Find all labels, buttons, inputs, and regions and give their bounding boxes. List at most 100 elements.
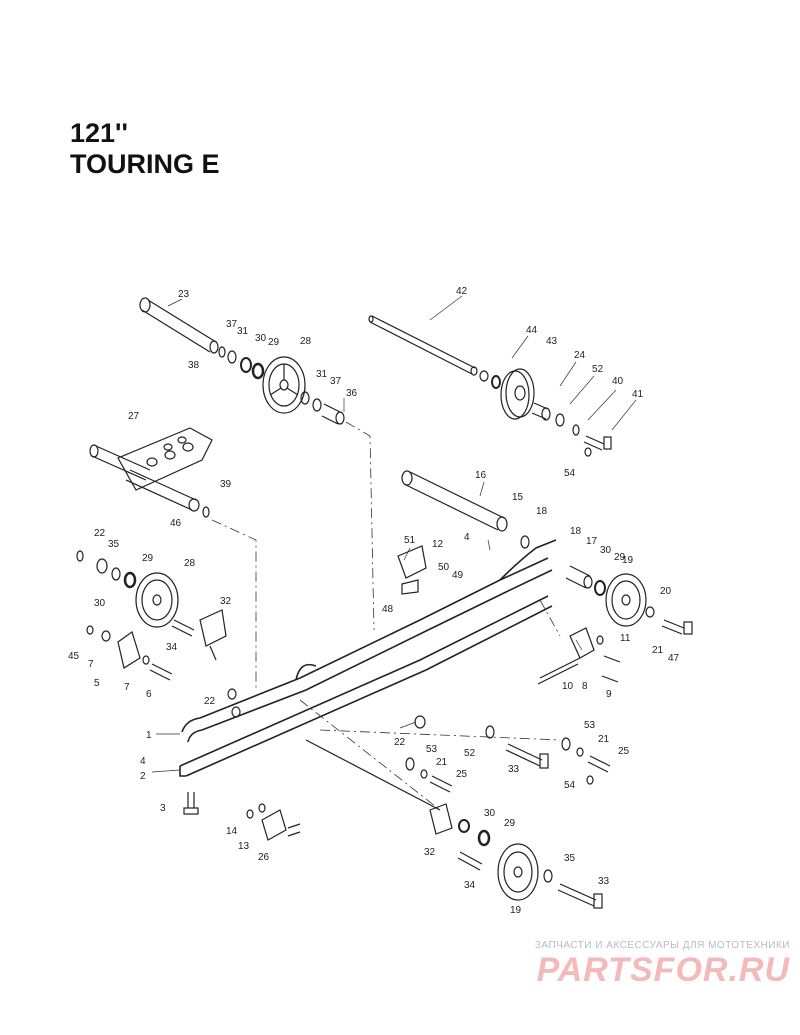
callout: 53 — [584, 720, 596, 731]
callout: 39 — [220, 479, 232, 490]
leader-lines — [151, 295, 637, 773]
callout: 7 — [124, 682, 130, 693]
bracket-8-11 — [537, 627, 621, 685]
callout: 3 — [160, 803, 166, 814]
wheel-28-left — [76, 550, 179, 628]
callout: 2 — [140, 771, 146, 782]
callout: 52 — [592, 364, 604, 375]
wheel-19-bottom — [497, 843, 603, 909]
hardware-22-center — [227, 688, 453, 793]
hardware-53-25-right — [561, 737, 611, 785]
stopper-5 — [86, 625, 173, 681]
callout: 32 — [220, 596, 232, 607]
callout: 13 — [238, 841, 250, 852]
shaft-23 — [139, 297, 219, 354]
callout: 15 — [512, 492, 524, 503]
callout: 22 — [394, 737, 406, 748]
title-line-2: TOURING E — [70, 149, 220, 179]
callout: 40 — [612, 376, 624, 387]
callout: 21 — [652, 645, 664, 656]
callout: 42 — [456, 286, 468, 297]
callout: 27 — [128, 411, 140, 422]
callout: 10 — [562, 681, 574, 692]
callout: 28 — [300, 336, 312, 347]
callout: 11 — [620, 633, 631, 644]
callout: 25 — [456, 769, 468, 780]
callout: 8 — [582, 681, 588, 692]
callout: 29 — [142, 553, 154, 564]
callout: 38 — [188, 360, 200, 371]
callout: 33 — [598, 876, 610, 887]
bracket-13 — [246, 803, 301, 841]
callout: 54 — [564, 780, 576, 791]
callout: 52 — [464, 748, 476, 759]
callout: 17 — [586, 536, 598, 547]
callout: 29 — [504, 818, 516, 829]
washers-37-31 — [218, 346, 265, 380]
bolt-41 — [583, 435, 612, 457]
callout: 1 — [146, 730, 152, 741]
callout: 16 — [475, 470, 487, 481]
rail-main — [179, 539, 557, 777]
callout: 50 — [438, 562, 450, 573]
callout: 18 — [570, 526, 582, 537]
slider-bracket-32-top — [171, 609, 227, 661]
bolt-3 — [183, 792, 199, 815]
callout: 35 — [564, 853, 576, 864]
callout: 18 — [536, 506, 548, 517]
bolt-33-center — [485, 725, 549, 769]
callout: 48 — [382, 604, 394, 615]
callout: 29 — [268, 337, 280, 348]
callout: 19 — [510, 905, 522, 916]
callout: 22 — [204, 696, 216, 707]
callout: 23 — [178, 289, 190, 300]
callout: 46 — [170, 518, 182, 529]
arm-27 — [89, 427, 213, 518]
callout: 14 — [226, 826, 238, 837]
callout: 21 — [436, 757, 448, 768]
watermark-logo: PARTSFOR.RU — [536, 951, 790, 989]
callout: 29 — [614, 552, 626, 563]
bracket-12 — [397, 545, 427, 595]
callout: 54 — [564, 468, 576, 479]
callout: 33 — [508, 764, 520, 775]
callout: 37 — [330, 376, 342, 387]
wheel-28-top — [262, 356, 306, 414]
callout: 25 — [618, 746, 630, 757]
callout: 51 — [404, 535, 416, 546]
callout: 19 — [622, 555, 634, 566]
callout: 45 — [68, 651, 80, 662]
callout: 36 — [346, 388, 358, 399]
callout: 34 — [464, 880, 476, 891]
callout: 30 — [484, 808, 496, 819]
callout-labels: 23 42 37 31 38 30 29 28 44 43 24 52 40 4… — [68, 286, 680, 916]
callout: 30 — [255, 333, 267, 344]
callout: 49 — [452, 570, 464, 581]
callout: 21 — [598, 734, 610, 745]
callout: 44 — [526, 325, 538, 336]
callout: 30 — [94, 598, 106, 609]
wheel-19-right — [565, 565, 693, 635]
callout: 12 — [432, 539, 444, 550]
callout: 24 — [574, 350, 586, 361]
callout: 20 — [660, 586, 672, 597]
callout: 53 — [426, 744, 438, 755]
callout: 31 — [237, 326, 249, 337]
callout: 41 — [632, 389, 644, 400]
alignment-lines — [211, 421, 561, 811]
callout: 22 — [94, 528, 106, 539]
wheel-43 — [500, 368, 535, 420]
callout: 34 — [166, 642, 178, 653]
callout: 26 — [258, 852, 270, 863]
callout: 43 — [546, 336, 558, 347]
shaft-16 — [401, 470, 530, 549]
slider-bracket-32-bottom — [305, 739, 491, 871]
callout: 32 — [424, 847, 436, 858]
title-line-1: 121'' — [70, 118, 128, 148]
callout: 4 — [464, 532, 470, 543]
shaft-42 — [368, 315, 501, 389]
callout: 6 — [146, 689, 152, 700]
callout: 31 — [316, 369, 328, 380]
watermark-tagline: ЗАПЧАСТИ И АКСЕССУАРЫ ДЛЯ МОТОТЕХНИКИ — [534, 940, 790, 951]
